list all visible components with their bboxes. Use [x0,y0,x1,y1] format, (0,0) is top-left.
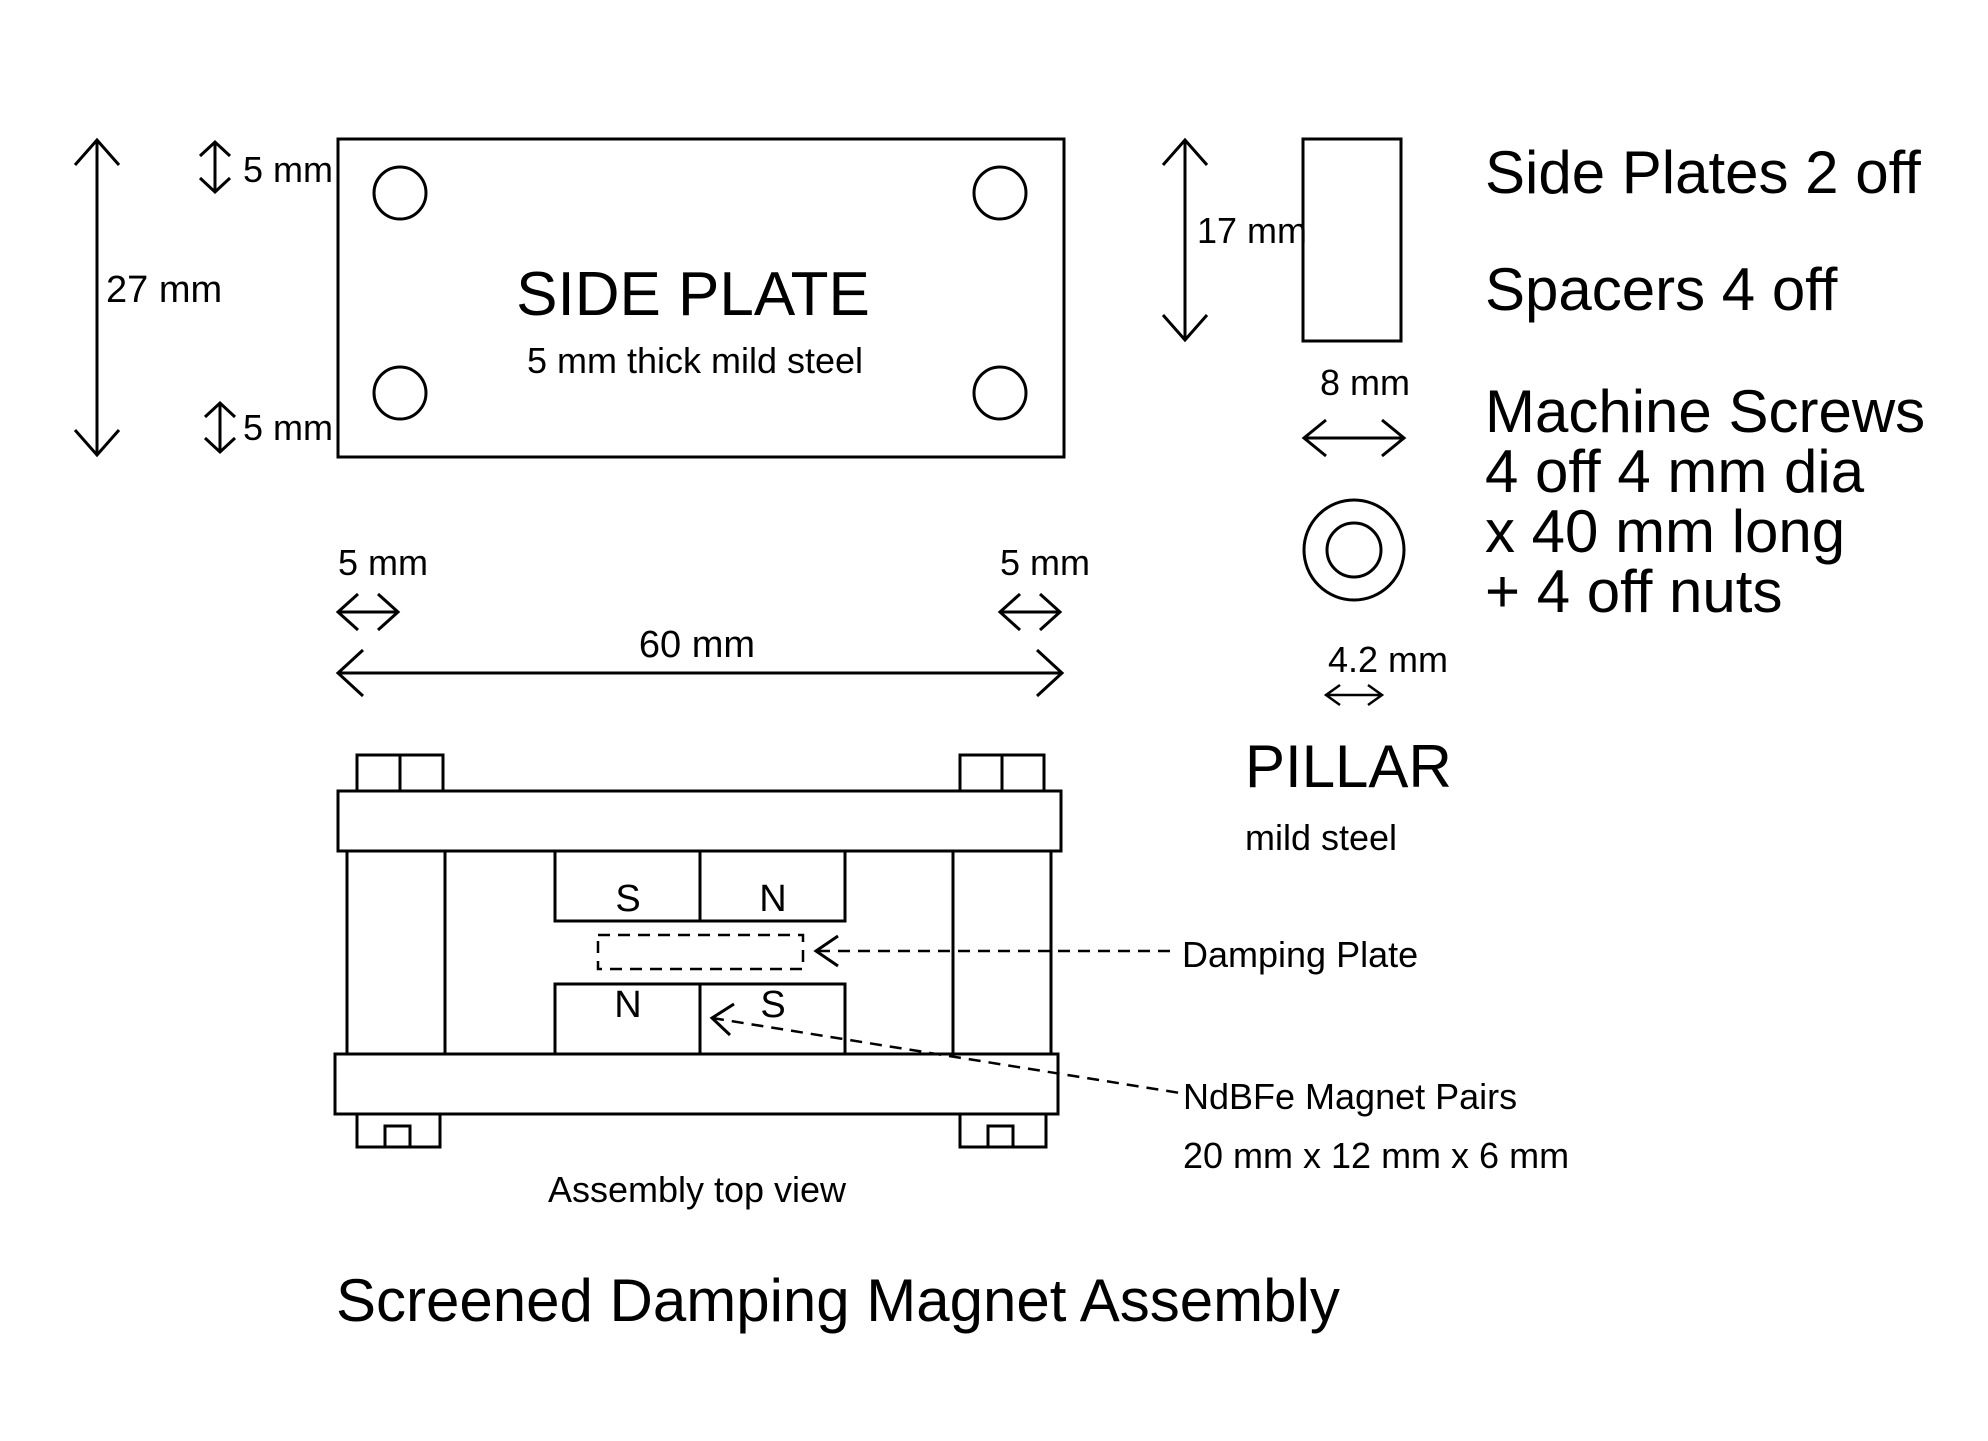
side-plate-title: SIDE PLATE [516,260,870,329]
pillar-title: PILLAR [1245,733,1452,800]
parts-screws-line4: + 4 off nuts [1485,558,1782,625]
main-title: Screened Damping Magnet Assembly [336,1267,1340,1334]
width-dim-arrow [335,648,1065,698]
assembly-caption: Assembly top view [548,1169,847,1210]
screw-head-bottom-right [958,1114,1048,1149]
screw-head-bottom-left [355,1114,442,1149]
spacer-outline [1301,137,1403,343]
parts-screws-line1: Machine Screws [1485,378,1925,445]
top-hole-dim-label: 5 mm [243,149,333,190]
damping-plate [596,933,805,971]
parts-side-plates: Side Plates 2 off [1485,139,1921,206]
top-side-plate [336,789,1063,853]
side-plate-material: 5 mm thick mild steel [527,340,863,381]
width-dimensions: 5 mm 5 mm 60 mm [335,542,1090,698]
width-dim-label: 60 mm [639,624,755,666]
magnet-top-left-pole: S [615,878,640,920]
callouts: Damping Plate NdBFe Magnet Pairs 20 mm x… [709,934,1569,1176]
parts-list: Side Plates 2 off Spacers 4 off Machine … [1485,139,1925,625]
right-margin-dim-arrow [997,592,1063,632]
magnet-bottom-right-pole: S [760,984,785,1026]
bottom-hole-dim-label: 5 mm [243,407,333,448]
assembly-top-view: S N N S Assembly top view [333,753,1063,1210]
height-dim-label: 27 mm [106,269,222,311]
magnet-bottom-left-pole: N [614,984,641,1026]
magnet-bottom-right [698,982,847,1056]
magnet-pairs-size: 20 mm x 12 mm x 6 mm [1183,1135,1569,1176]
pillar-end-outer [1302,498,1406,602]
magnet-pairs-leader-arrowhead [709,1002,735,1037]
spacer-height-dim-label: 17 mm [1197,210,1307,251]
height-dim-arrow [73,137,121,458]
spacer-bore-dim-arrow [1323,683,1385,707]
spacer-view: 17 mm 8 mm 4.2 mm PILLAR mild steel [1161,137,1452,858]
magnet-top-right-pole: N [759,878,786,920]
magnet-pairs-label: NdBFe Magnet Pairs [1183,1076,1517,1117]
spacer-bore-dim-label: 4.2 mm [1328,639,1448,680]
pillar-right [951,849,1053,1056]
spacer-width-dim-label: 8 mm [1320,362,1410,403]
pillar-material: mild steel [1245,817,1397,858]
left-margin-dim-arrow [335,592,401,632]
right-margin-dim-label: 5 mm [1000,542,1090,583]
side-plate-hole-top-right [972,165,1028,221]
spacer-width-dim-arrow [1301,418,1407,458]
damping-plate-leader-arrowhead [813,934,839,968]
side-plate-outline [336,137,1066,459]
side-plate-hole-top-left [372,165,428,221]
side-plate-hole-bottom-right [972,365,1028,421]
side-plate-view: SIDE PLATE 5 mm thick mild steel 27 mm 5… [73,137,1066,459]
pillar-end-inner [1325,521,1383,579]
damping-plate-label: Damping Plate [1182,934,1418,975]
top-hole-dim-arrow [198,139,232,195]
pillar-left [345,849,447,1056]
parts-screws-line2: 4 off 4 mm dia [1485,438,1865,505]
parts-screws-line3: x 40 mm long [1485,498,1845,565]
parts-spacers: Spacers 4 off [1485,256,1838,323]
bottom-hole-dim-arrow [203,400,237,455]
side-plate-hole-bottom-left [372,365,428,421]
magnet-top-right [698,849,847,923]
spacer-height-dim-arrow [1161,137,1209,343]
left-margin-dim-label: 5 mm [338,542,428,583]
bottom-side-plate [333,1052,1060,1116]
